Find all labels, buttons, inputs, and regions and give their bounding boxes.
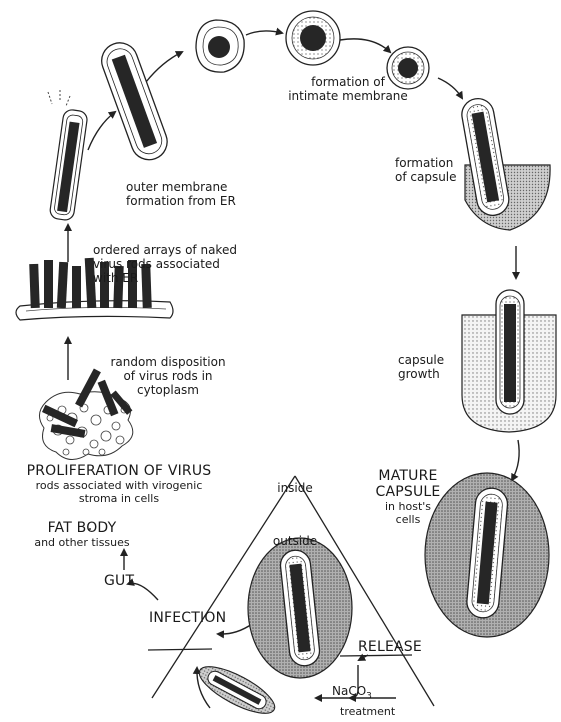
label-outer-membrane: outer membrane formation from ER	[126, 180, 236, 208]
label-naco3: NaCO3	[332, 684, 372, 703]
capsule-forming	[459, 96, 550, 230]
label-release: RELEASE	[358, 639, 422, 655]
label-random-disposition: random disposition of virus rods in cyto…	[100, 355, 236, 397]
label-fat-body: FAT BODY and other tissues	[22, 520, 142, 549]
label-treatment: treatment	[340, 705, 395, 718]
label-infection: INFECTION	[149, 610, 226, 626]
label-formation-of-capsule: formation of capsule	[395, 156, 457, 184]
label-inside: inside	[250, 481, 340, 495]
label-capsule-growth: capsule growth	[398, 353, 444, 381]
treated-capsule-form	[193, 658, 280, 722]
label-outside: outside	[250, 534, 340, 548]
label-proliferation: PROLIFERATION OF VIRUS rods associated w…	[6, 463, 232, 505]
released-capsule-form	[248, 538, 352, 678]
label-ordered-arrays: ordered arrays of naked virus rods assoc…	[93, 243, 237, 285]
label-intimate-membrane: formation of intimate membrane	[278, 75, 418, 103]
label-mature-capsule: MATURE CAPSULE in host's cells	[368, 468, 448, 526]
capsule-growth-form	[462, 290, 556, 432]
label-gut: GUT	[104, 573, 134, 589]
